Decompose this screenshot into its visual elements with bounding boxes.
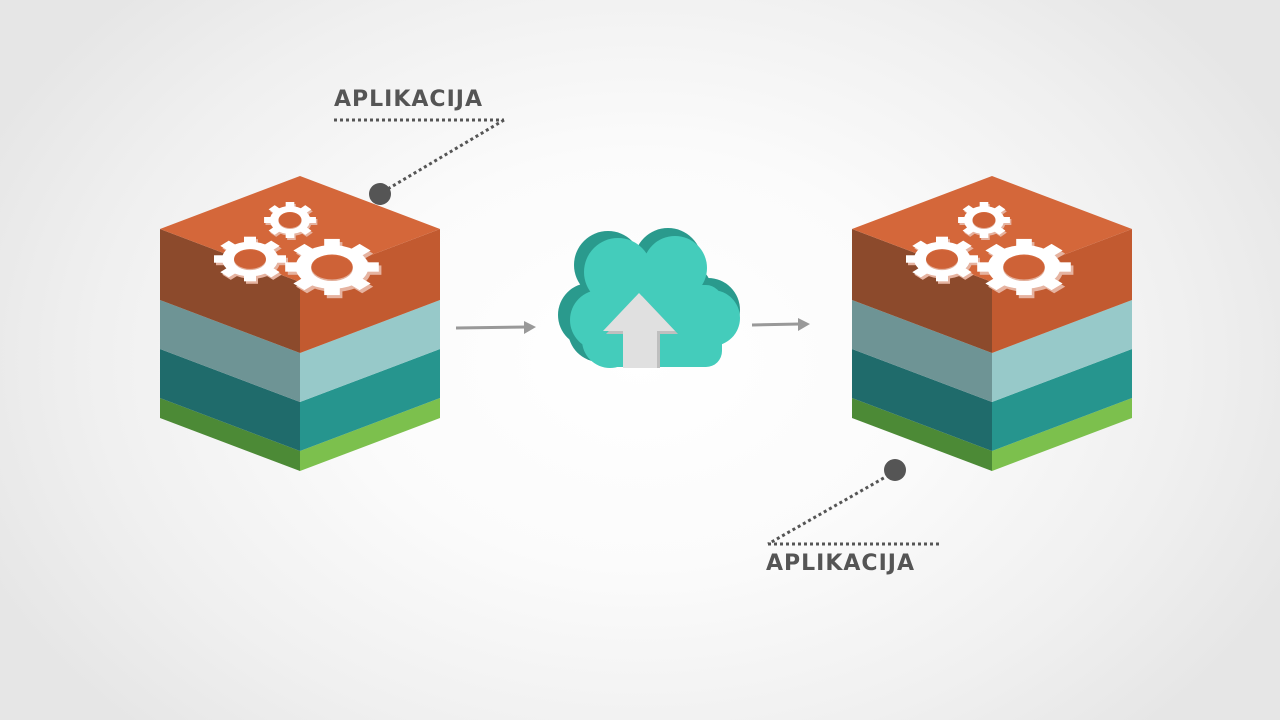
arrow-right-icon: [751, 318, 810, 331]
upload-arrow-icon: [603, 293, 678, 368]
application-label-top: APLIKACIJA: [334, 87, 483, 112]
target-app-stack: [852, 176, 1132, 471]
bottom-callout-connector: [767, 459, 942, 546]
cloud-icon: [558, 228, 740, 368]
application-label-bottom: APLIKACIJA: [766, 551, 915, 576]
source-app-stack: [160, 176, 440, 471]
top-callout-connector: [334, 118, 505, 205]
arrow-right-icon: [455, 321, 536, 334]
